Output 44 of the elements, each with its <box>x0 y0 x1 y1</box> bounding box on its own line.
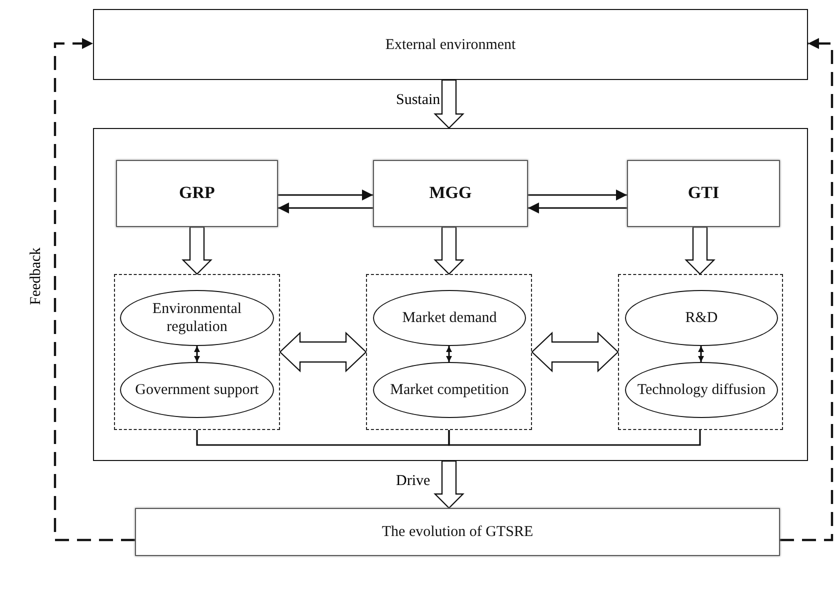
arrow <box>528 202 627 214</box>
block-arrow <box>279 332 367 372</box>
block-arrow <box>684 226 716 275</box>
node-label: GRP <box>179 183 215 204</box>
dashed-group-box <box>618 274 783 430</box>
arrow <box>780 38 834 542</box>
factor-ellipse <box>120 290 274 346</box>
node-label: Technology diffusion <box>637 381 766 399</box>
process-box <box>116 160 278 227</box>
process-box <box>93 9 808 80</box>
block-arrow <box>531 332 619 372</box>
node-label: GTI <box>688 183 720 204</box>
factor-ellipse <box>625 290 778 346</box>
node-label: External environment <box>385 36 516 54</box>
node-label: MGG <box>429 183 472 204</box>
block-arrow <box>434 79 464 129</box>
node-label: Government support <box>135 381 259 399</box>
arrow <box>278 202 373 214</box>
factor-ellipse <box>120 362 274 418</box>
node-label: The evolution of GTSRE <box>382 523 534 541</box>
arrow <box>528 190 627 200</box>
factor-ellipse <box>373 290 526 346</box>
arrow <box>54 38 135 542</box>
node-label: Market competition <box>390 381 509 399</box>
arrow <box>278 190 373 200</box>
block-arrow <box>182 226 212 275</box>
arrow <box>698 346 704 362</box>
arrow <box>194 346 200 362</box>
dashed-group-box <box>366 274 532 430</box>
connector-line <box>448 430 701 446</box>
factor-ellipse <box>625 362 778 418</box>
factor-ellipse <box>373 362 526 418</box>
block-arrow <box>434 226 464 275</box>
node-label: R&D <box>685 309 718 327</box>
dashed-group-box <box>114 274 280 430</box>
block-arrow <box>434 460 464 509</box>
container-box <box>93 128 808 461</box>
node-label: Market demand <box>402 309 497 327</box>
process-box <box>627 160 780 227</box>
arrow <box>446 346 452 362</box>
process-box <box>373 160 528 227</box>
connector-line <box>196 430 450 446</box>
node-label: Environmental regulation <box>151 300 243 336</box>
process-box <box>135 508 780 556</box>
